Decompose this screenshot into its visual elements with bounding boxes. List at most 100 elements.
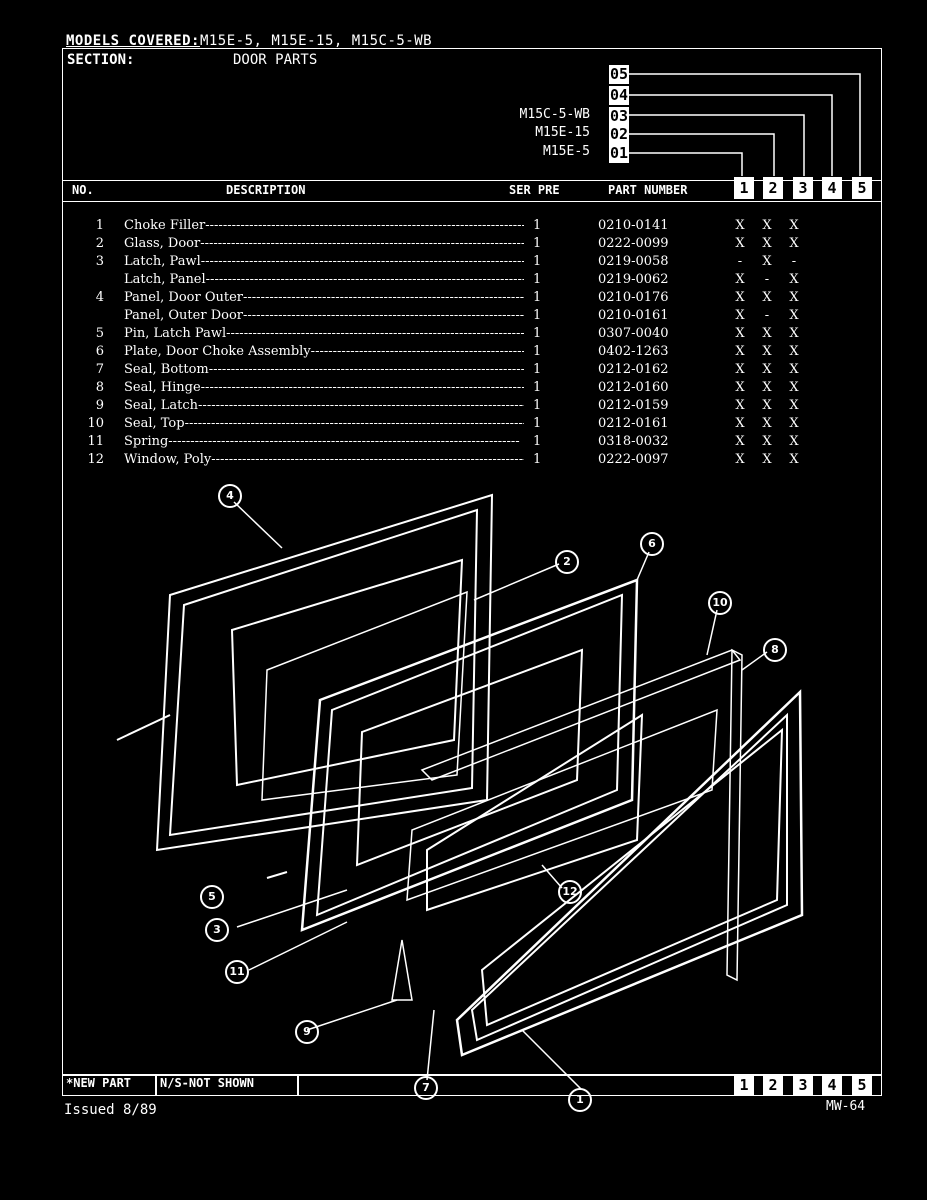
callout-2: 2	[555, 550, 579, 574]
part-description: Window, Poly----------------------------…	[124, 452, 524, 467]
part-model-1: X	[735, 326, 745, 341]
part-number: 0318-0032	[598, 434, 669, 449]
part-number: 0222-0097	[598, 452, 669, 467]
part-model-1: X	[735, 308, 745, 323]
part-ser-pre: 1	[533, 290, 542, 305]
part-description: Choke Filler----------------------------…	[124, 218, 524, 233]
models-covered: MODELS COVERED:M15E-5, M15E-15, M15C-5-W…	[66, 33, 432, 49]
footer-model-4: 4	[822, 1074, 842, 1096]
part-number: 0222-0099	[598, 236, 669, 251]
part-description: Latch, Pawl-----------------------------…	[124, 254, 524, 269]
part-number: 0212-0161	[598, 416, 669, 431]
part-description: Plate, Door Choke Assembly--------------…	[124, 344, 524, 359]
part-model-1: X	[735, 434, 745, 449]
table-row: 10 Seal, Top-----------------------------…	[62, 416, 882, 434]
part-model-2: X	[762, 380, 772, 395]
part-model-2: X	[762, 254, 772, 269]
col-ser-pre: SER PRE	[509, 183, 560, 197]
part-model-1: X	[735, 236, 745, 251]
part-ser-pre: 1	[533, 272, 542, 287]
part-model-1: X	[735, 398, 745, 413]
model-code-05: 05	[609, 65, 629, 84]
callout-9: 9	[295, 1020, 319, 1044]
part-number: 0210-0176	[598, 290, 669, 305]
part-model-2: X	[762, 326, 772, 341]
models-covered-value: M15E-5, M15E-15, M15C-5-WB	[199, 33, 433, 49]
part-description: Seal, Bottom----------------------------…	[124, 362, 524, 377]
footer-not-shown: N/S-NOT SHOWN	[160, 1076, 254, 1090]
part-model-2: X	[762, 416, 772, 431]
part-no: 4	[95, 290, 104, 305]
part-ser-pre: 1	[533, 344, 542, 359]
part-model-3: X	[789, 326, 799, 341]
part-no: 8	[95, 380, 104, 395]
model-code-04: 04	[609, 86, 629, 105]
col-no: NO.	[72, 183, 94, 197]
section-label: SECTION:	[67, 52, 135, 68]
part-model-3: X	[789, 452, 799, 467]
part-model-3: X	[789, 218, 799, 233]
footer-rule	[62, 1074, 882, 1076]
part-description: Panel, Outer Door-----------------------…	[124, 308, 524, 323]
col-model-4: 4	[822, 177, 842, 199]
parts-table: 1 Choke Filler---------------------------…	[62, 218, 882, 470]
part-ser-pre: 1	[533, 218, 542, 233]
table-row: 12 Window, Poly--------------------------…	[62, 452, 882, 470]
model-code-03: 03	[609, 107, 629, 126]
part-ser-pre: 1	[533, 362, 542, 377]
model-name-03: M15C-5-WB	[519, 107, 590, 122]
part-number: 0212-0160	[598, 380, 669, 395]
outer-panel-shape	[155, 493, 494, 852]
part-description: Panel, Door Outer-----------------------…	[124, 290, 524, 305]
model-name-01: M15E-5	[543, 144, 590, 159]
callout-10: 10	[708, 591, 732, 615]
part-no: 12	[87, 452, 104, 467]
section-value: DOOR PARTS	[233, 52, 318, 68]
table-row: Latch, Panel----------------------------…	[62, 272, 882, 290]
footer-model-5: 5	[852, 1074, 872, 1096]
part-ser-pre: 1	[533, 380, 542, 395]
part-model-3: X	[789, 344, 799, 359]
footer-new-part: *NEW PART	[66, 1076, 132, 1090]
part-model-1: -	[737, 254, 743, 269]
part-model-3: X	[789, 380, 799, 395]
part-ser-pre: 1	[533, 326, 542, 341]
part-model-3: -	[791, 254, 797, 269]
part-number: 0219-0062	[598, 272, 669, 287]
part-model-2: -	[764, 272, 770, 287]
part-description: Seal, Top-------------------------------…	[124, 416, 524, 431]
part-model-3: X	[789, 434, 799, 449]
callout-1: 1	[568, 1088, 592, 1112]
part-no: 5	[95, 326, 104, 341]
part-description: Latch, Panel----------------------------…	[124, 272, 524, 287]
col-model-1: 1	[734, 177, 754, 199]
door-exploded-diagram	[116, 493, 804, 1090]
part-description: Glass, Door-----------------------------…	[124, 236, 524, 251]
part-description: Seal, Hinge-----------------------------…	[124, 380, 524, 395]
part-model-3: X	[789, 398, 799, 413]
part-model-1: X	[735, 452, 745, 467]
part-model-2: X	[762, 434, 772, 449]
part-description: Pin, Latch Pawl-------------------------…	[124, 326, 524, 341]
callout-5: 5	[200, 885, 224, 909]
footer-model-2: 2	[763, 1074, 783, 1096]
part-no: 10	[87, 416, 104, 431]
part-model-3: X	[789, 272, 799, 287]
models-covered-label: MODELS COVERED:	[66, 33, 200, 49]
part-no: 2	[95, 236, 104, 251]
model-connector-lines	[629, 73, 861, 176]
part-number: 0212-0162	[598, 362, 669, 377]
model-name-02: M15E-15	[535, 125, 590, 140]
callout-6: 6	[640, 532, 664, 556]
part-description: Spring----------------------------------…	[124, 434, 520, 449]
part-model-2: X	[762, 452, 772, 467]
part-model-1: X	[735, 272, 745, 287]
footer-divider-2	[297, 1076, 299, 1096]
page-frame	[62, 48, 882, 1096]
part-no: 1	[95, 218, 104, 233]
